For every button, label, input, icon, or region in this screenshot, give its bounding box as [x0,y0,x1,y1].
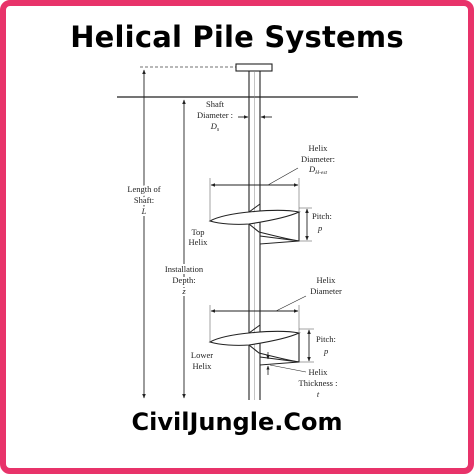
lower-helix-diameter-label-line1: Helix [317,275,337,285]
helix-thickness-leader [269,364,307,373]
top-helix-label-line1: Top [191,227,204,237]
helix-thickness-label-line3: t [317,389,320,399]
helix-thickness-label-line1: Helix [309,367,329,377]
top-helix-diameter-label-line3: DH-est [308,164,328,176]
lower-helix-diameter-label-line2: Diameter [310,286,342,296]
length-of-shaft-label-line3: L [141,206,147,216]
length-of-shaft-label-line1: Length of [127,184,160,194]
length-of-shaft-label-line2: Shaft: [134,195,154,205]
installation-depth-label-line1: Installation [165,264,204,274]
top-helix-diameter-leader [267,167,299,186]
top-pitch-label-line1: Pitch: [312,211,332,221]
top-helix-diameter-label-line1: Helix [309,143,329,153]
lower-helix-label-line1: Lower [191,350,213,360]
shaft-diameter-label-line3: Ds [210,121,220,133]
helix-thickness-label-line2: Thickness : [299,378,338,388]
shaft-diameter-label-line2: Diameter : [197,110,233,120]
lower-pitch-label-line2: p [323,346,328,356]
shaft-diameter-label-line1: Shaft [206,99,225,109]
lower-pitch-label-line1: Pitch: [316,334,336,344]
top-helix-label-line2: Helix [189,237,209,247]
top-helix-diameter-label-line2: Diameter: [301,154,335,164]
lower-helix-label-line2: Helix [193,361,213,371]
installation-depth-label-line3: z [181,286,186,296]
pile-head [235,63,273,72]
website-footer: CivilJungle.Com [131,408,343,436]
page-title: Helical Pile Systems [70,20,404,54]
top-helix-plate [208,203,301,245]
top-pitch-label-line2: p [317,223,322,233]
installation-depth-label-line2: Depth: [172,275,195,285]
lower-helix-diameter-leader [275,295,307,312]
lower-helix-plate [208,324,301,366]
